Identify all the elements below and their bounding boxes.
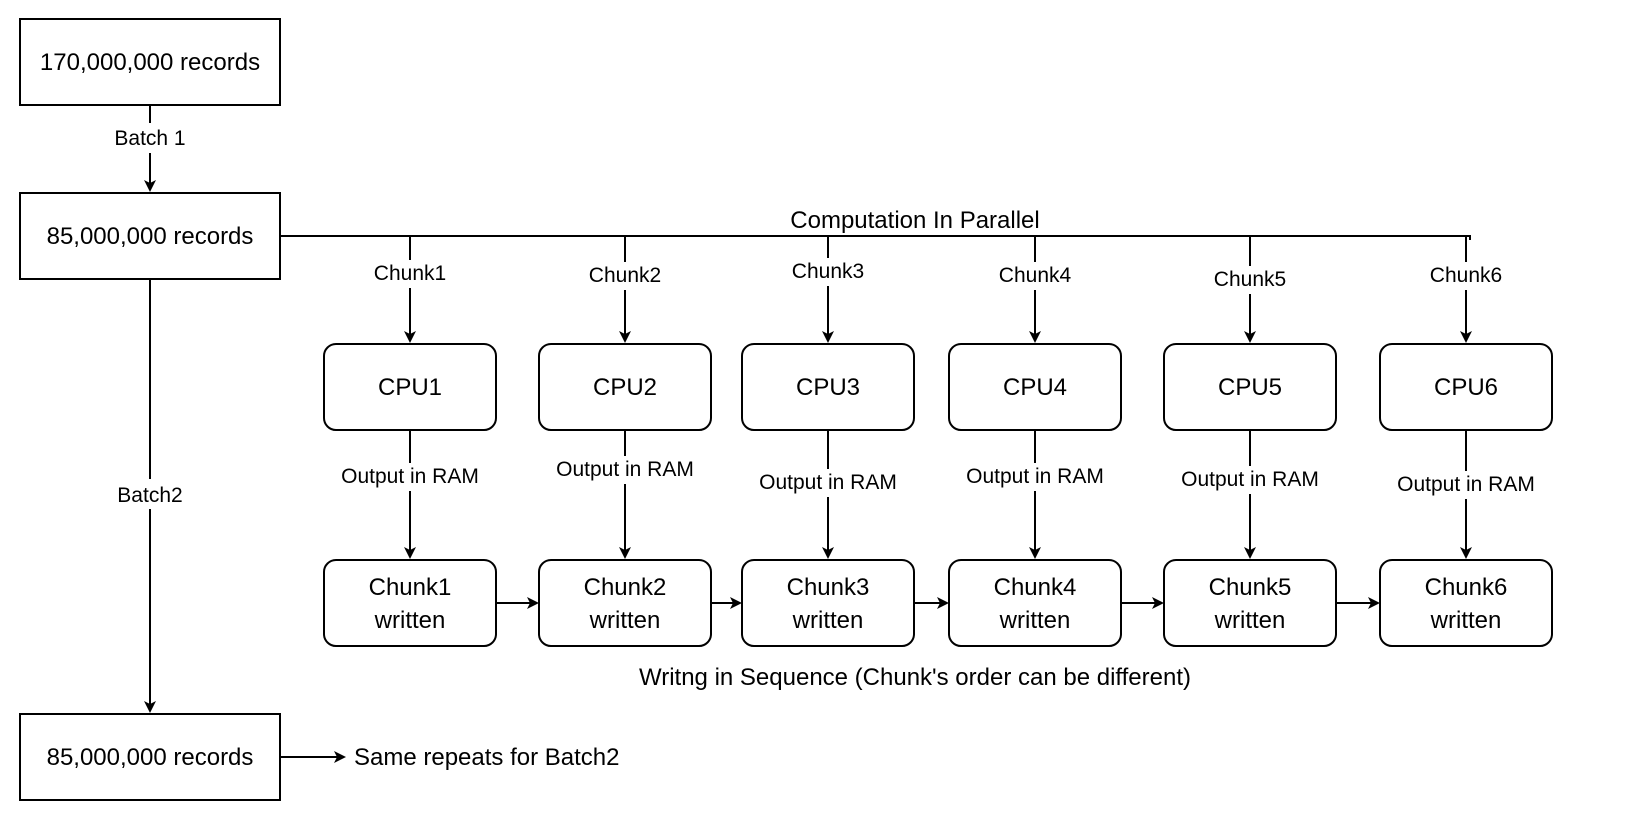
parallel-bus: [280, 235, 1471, 240]
batch1-records-label: 85,000,000 records: [47, 223, 254, 250]
chunk-written-box: [1379, 559, 1553, 647]
cpu-label: CPU5: [1218, 374, 1282, 401]
total-records-box: [19, 18, 281, 106]
chunk-written-status: written: [1430, 607, 1502, 634]
chunk-edge-label: Chunk5: [1214, 268, 1286, 291]
batch1-records-box: [19, 192, 281, 280]
chunk-written-status: written: [792, 607, 864, 634]
cpu-label: CPU1: [378, 374, 442, 401]
output-edge-label: Output in RAM: [556, 458, 694, 481]
output-edge-label: Output in RAM: [1397, 473, 1535, 496]
output-edge-label: Output in RAM: [1181, 468, 1319, 491]
chunk-written-status: written: [1214, 607, 1286, 634]
chunk-written-label: Chunk3: [787, 574, 870, 601]
chunk-written-status: written: [589, 607, 661, 634]
chunk-edge-label: Chunk4: [999, 264, 1072, 287]
chunk-written-status: written: [374, 607, 446, 634]
parallel-label: Computation In Parallel: [790, 207, 1039, 234]
sequence-label: Writng in Sequence (Chunk's order can be…: [639, 664, 1191, 691]
chunk-written-label: Chunk6: [1425, 574, 1508, 601]
chunk-edge-label: Chunk3: [792, 260, 864, 283]
batch2-edge-label: Batch2: [117, 484, 182, 507]
chunk-edge-label: Chunk6: [1430, 264, 1502, 287]
chunk-written-label: Chunk2: [584, 574, 667, 601]
cpu-label: CPU2: [593, 374, 657, 401]
chunk-written-status: written: [999, 607, 1071, 634]
chunk-written-label: Chunk4: [994, 574, 1077, 601]
cpu-label: CPU6: [1434, 374, 1498, 401]
output-edge-label: Output in RAM: [966, 465, 1104, 488]
batch1-edge-label: Batch 1: [114, 127, 185, 150]
output-edge-label: Output in RAM: [341, 465, 479, 488]
cpu-label: CPU3: [796, 374, 860, 401]
chunk-written-label: Chunk5: [1209, 574, 1292, 601]
repeat-label: Same repeats for Batch2: [354, 744, 619, 771]
batch2-records-label: 85,000,000 records: [47, 744, 254, 771]
chunk-edge-label: Chunk1: [374, 262, 446, 285]
chunk-written-label: Chunk1: [369, 574, 452, 601]
output-edge-label: Output in RAM: [759, 471, 897, 494]
batch2-records-box: [19, 713, 281, 801]
chunk-edge-label: Chunk2: [589, 264, 661, 287]
cpu-label: CPU4: [1003, 374, 1067, 401]
total-records-label: 170,000,000 records: [40, 49, 260, 76]
